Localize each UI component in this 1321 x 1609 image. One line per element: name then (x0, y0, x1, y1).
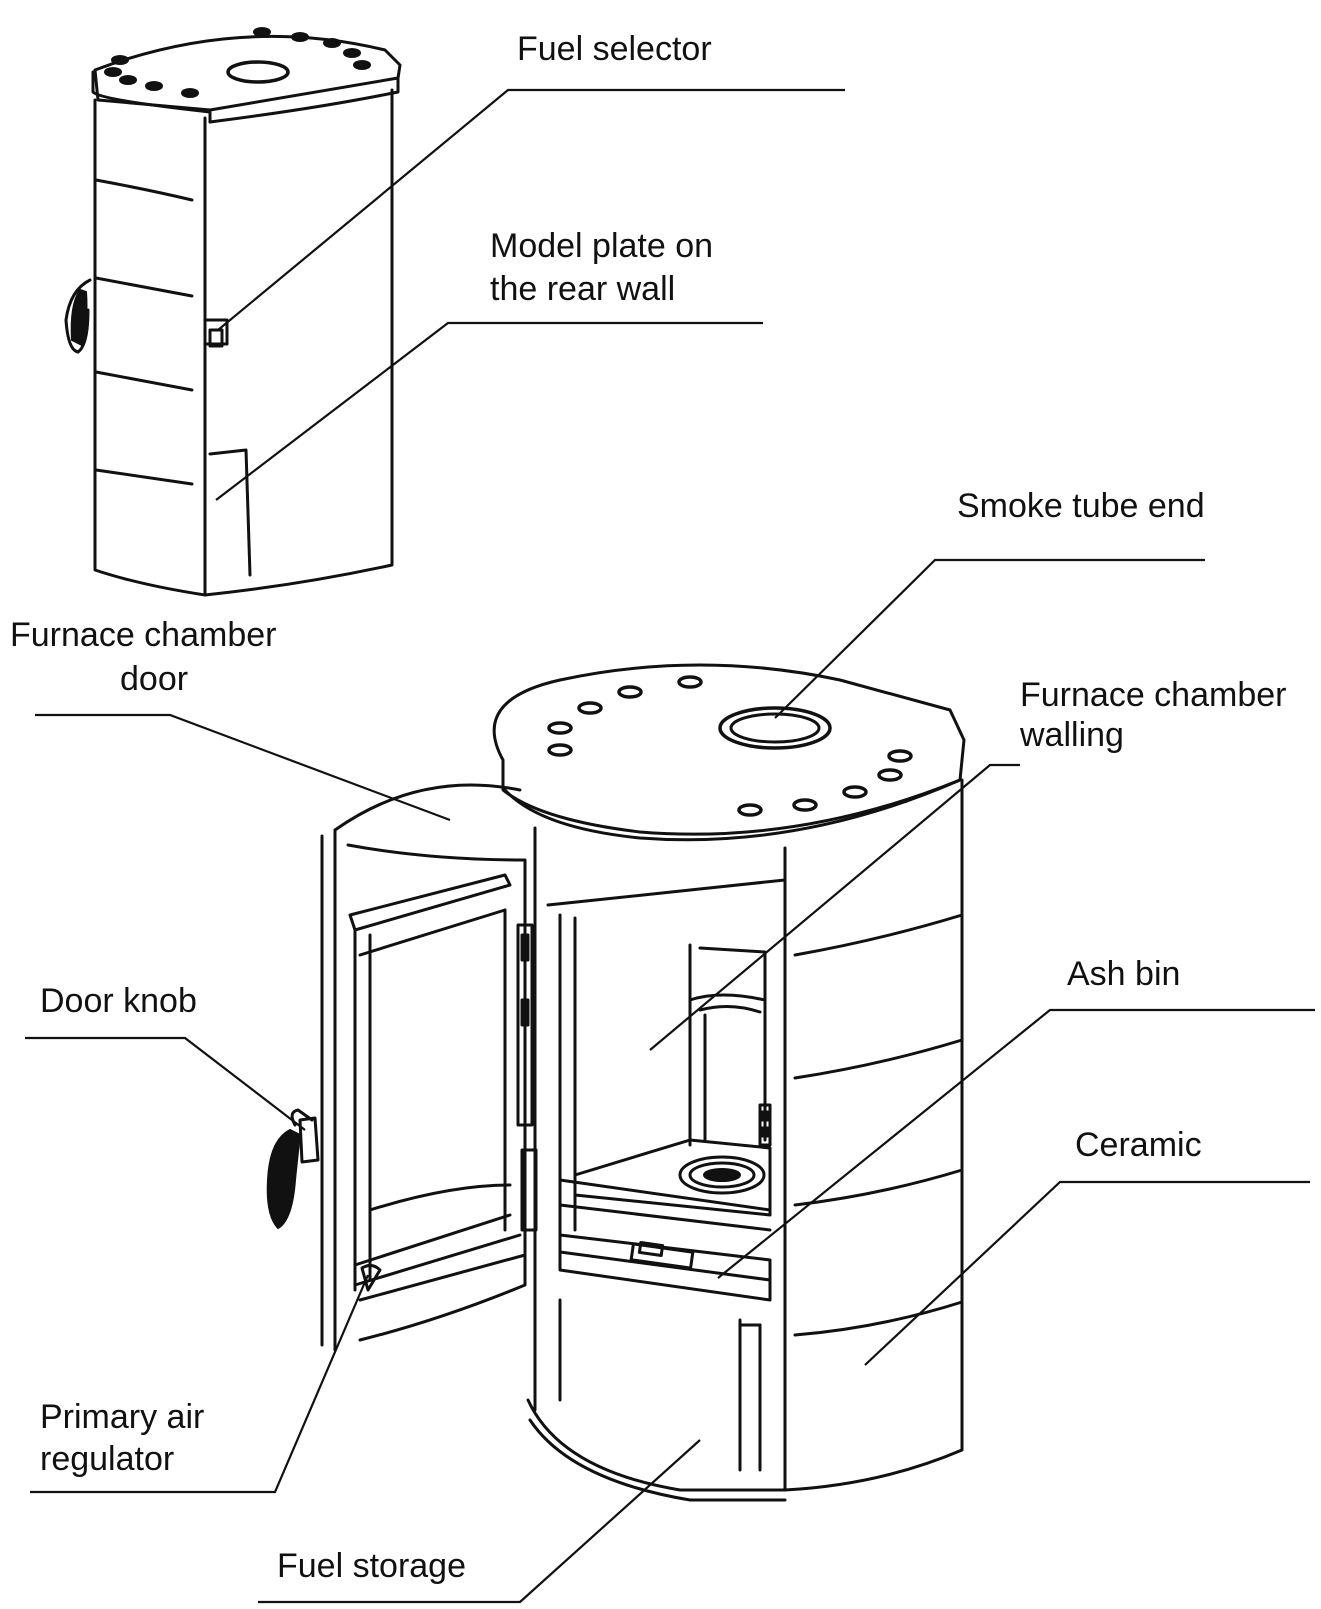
label-model-plate-2: the rear wall (490, 270, 675, 308)
label-furnace-walling-2: walling (1019, 716, 1124, 754)
lid-holes-rear (104, 27, 371, 98)
leader-door-knob (25, 1036, 306, 1131)
front-view-stove (266, 663, 966, 1502)
label-furnace-walling-1: Furnace chamber (1020, 676, 1286, 714)
leader-lines (25, 88, 1315, 1604)
rear-view-stove (64, 27, 402, 597)
leader-furnace-door (35, 713, 451, 822)
label-furnace-door-1: Furnace chamber (10, 616, 276, 654)
leader-furnace-walling (649, 763, 1020, 1051)
labels: Fuel selector Model plate on the rear wa… (10, 30, 1286, 1585)
label-fuel-storage: Fuel storage (277, 1547, 466, 1585)
label-smoke-tube-end: Smoke tube end (957, 487, 1205, 525)
leader-fuel-selector (217, 88, 845, 331)
label-model-plate-1: Model plate on (490, 227, 713, 265)
leader-model-plate (215, 321, 763, 501)
label-ceramic: Ceramic (1075, 1126, 1202, 1164)
leader-ceramic (864, 1180, 1310, 1366)
leader-ash-bin (717, 1008, 1315, 1279)
label-primary-air-1: Primary air (40, 1398, 204, 1436)
label-fuel-selector: Fuel selector (517, 30, 712, 68)
leader-fuel-storage (258, 1439, 701, 1604)
label-door-knob: Door knob (40, 982, 197, 1020)
label-primary-air-2: regulator (40, 1440, 174, 1478)
lid-holes-front (547, 675, 913, 817)
leader-smoke-tube-end (774, 558, 1205, 719)
leader-primary-air (30, 1274, 370, 1494)
label-ash-bin: Ash bin (1067, 955, 1180, 993)
label-furnace-door-2: door (120, 660, 188, 698)
